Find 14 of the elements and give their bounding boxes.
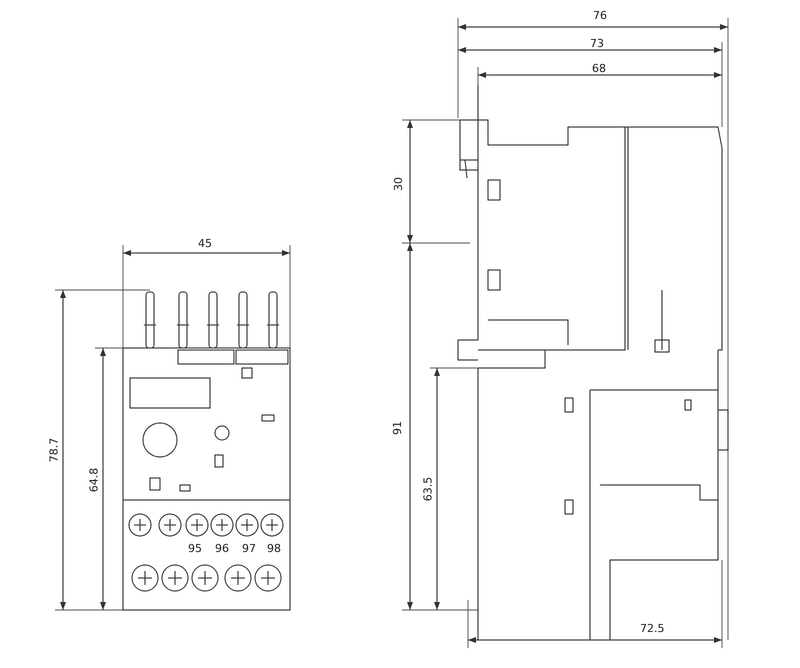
dimension-label: 73 xyxy=(590,38,604,50)
dimension-label: 45 xyxy=(198,238,212,250)
dimension-label: 72.5 xyxy=(640,623,664,635)
dimension-label: 63.5 xyxy=(422,476,434,502)
dimension-label: 76 xyxy=(593,10,607,22)
terminal-number: 97 xyxy=(242,543,256,555)
dimension-label: 78.7 xyxy=(48,438,60,462)
dimension-label: 91 xyxy=(392,421,404,435)
terminal-number: 95 xyxy=(188,543,202,555)
dimension-label: 30 xyxy=(393,177,405,191)
dimension-label: 68 xyxy=(592,63,606,75)
dimension-label: 64.8 xyxy=(88,468,100,492)
terminal-number: 98 xyxy=(267,543,281,555)
terminal-number: 96 xyxy=(215,543,229,555)
